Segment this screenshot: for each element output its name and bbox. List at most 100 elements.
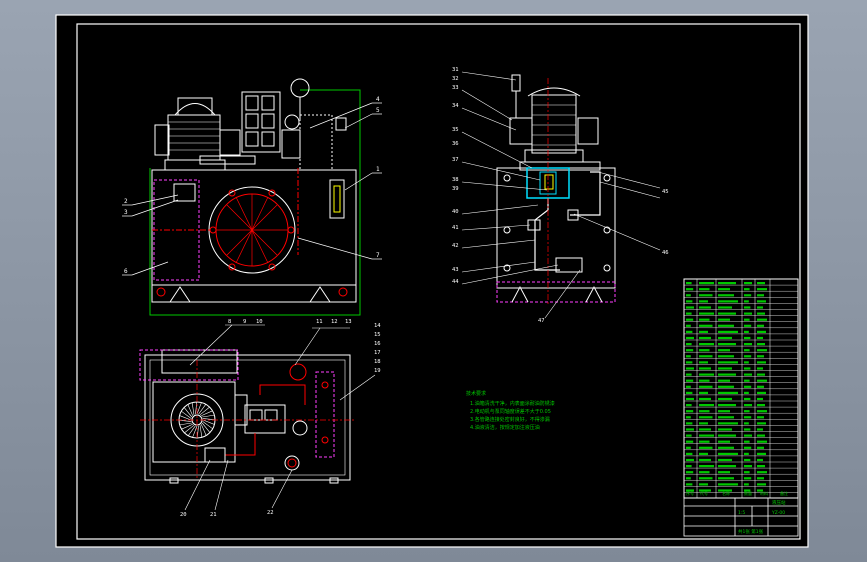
notes-title: 技术要求 — [466, 390, 486, 397]
parts-list-entry — [718, 422, 738, 425]
parts-list-entry — [757, 288, 767, 291]
top-tank — [144, 354, 351, 481]
fan-blade — [202, 414, 215, 418]
parts-list-entry — [757, 349, 767, 352]
parts-list-entry — [718, 489, 732, 492]
parts-list-entry — [718, 391, 738, 394]
top-pipe — [225, 433, 256, 456]
parts-list-entry — [686, 410, 694, 413]
parts-list-entry — [744, 288, 750, 291]
parts-list-entry — [744, 312, 752, 315]
front-valve — [261, 113, 275, 129]
balloon-label: 36 — [452, 141, 459, 147]
parts-list-entry — [757, 306, 763, 309]
balloon-label: 19 — [374, 368, 381, 374]
front-cover-bolt — [228, 263, 236, 271]
top-plug — [321, 436, 329, 444]
parts-list-entry — [699, 349, 710, 352]
front-motor-fins — [168, 121, 220, 151]
parts-list-entry — [757, 477, 764, 480]
balloon-label: 37 — [452, 157, 459, 163]
parts-list-entry — [699, 379, 710, 382]
front-tank-feet — [169, 286, 331, 303]
parts-list-entry — [757, 336, 763, 340]
side-view — [496, 74, 616, 305]
parts-list-entry — [699, 300, 708, 303]
parts-list-entry — [718, 336, 732, 340]
fan-blade — [202, 421, 213, 430]
parts-list-entry — [718, 428, 732, 431]
parts-list-entry — [686, 458, 694, 462]
side-filter — [555, 257, 583, 273]
front-cover-bolt — [228, 189, 236, 197]
parts-list-entry — [757, 446, 764, 449]
parts-list-entry — [718, 318, 730, 321]
parts-list-entry — [744, 294, 752, 297]
top-leaders — [184, 324, 376, 511]
parts-list-entry — [699, 410, 710, 413]
title-block-frame — [683, 497, 799, 537]
top-side-hole — [329, 477, 339, 484]
fan-blade — [196, 402, 202, 415]
parts-list-entry — [718, 361, 738, 364]
parts-list-entry — [718, 300, 738, 303]
parts-list-entry — [718, 349, 730, 352]
balloon-label: 34 — [452, 103, 459, 109]
fan-blade — [200, 424, 207, 436]
parts-list-entry — [699, 361, 708, 364]
parts-list-entry — [699, 416, 713, 419]
fan-blade — [196, 425, 199, 439]
parts-list-entry — [757, 367, 763, 370]
balloon-label: 44 — [452, 279, 459, 285]
top-motor-fan-blades — [178, 401, 216, 439]
side-plug — [503, 174, 511, 182]
top-balloon-labels: 8 9 10 11 12 13 14 15 16 17 18 19 20 21 … — [180, 319, 381, 518]
parts-list-entry — [699, 477, 713, 480]
balloon-label: 14 — [374, 323, 381, 329]
fan-blade — [179, 422, 192, 426]
parts-list-entry — [686, 440, 694, 443]
fan-blade — [201, 422, 211, 433]
parts-list-entry — [757, 416, 764, 419]
side-plug — [603, 226, 611, 234]
parts-list-entry — [699, 355, 713, 358]
parts-list-entry — [744, 318, 750, 321]
side-leaders — [461, 71, 661, 319]
parts-list-entry — [757, 440, 767, 443]
parts-list-entry — [699, 471, 710, 474]
parts-list-entry — [699, 397, 711, 401]
balloon-label: 8 — [228, 319, 231, 325]
parts-list-entry — [757, 410, 767, 413]
parts-list-entry — [744, 306, 751, 309]
title-block — [683, 497, 799, 537]
parts-list-entry — [699, 282, 714, 285]
front-name-plate — [173, 183, 196, 202]
front-filter — [284, 114, 300, 130]
top-filler-inner — [287, 458, 297, 468]
balloon-label: 7 — [376, 252, 380, 259]
parts-list-entry — [744, 367, 751, 370]
balloon-label: 6 — [124, 268, 128, 275]
front-motor-fan-cover — [154, 124, 170, 156]
parts-list-entry — [699, 452, 708, 455]
front-coupling — [219, 129, 241, 156]
parts-list-entry — [757, 489, 763, 492]
parts-list-entry — [744, 324, 752, 327]
fan-blade — [181, 410, 192, 419]
top-side-hole — [169, 477, 179, 484]
top-pipe — [259, 384, 306, 405]
parts-list-entry — [699, 458, 711, 462]
parts-list-entry — [744, 410, 750, 413]
header-cell: 材料 — [760, 490, 768, 496]
balloon-label: 46 — [662, 250, 669, 256]
parts-list-entry — [718, 477, 734, 480]
balloon-label: 12 — [331, 319, 338, 325]
parts-list-entry — [718, 324, 734, 327]
parts-list-entry — [699, 294, 713, 297]
side-plug — [603, 264, 611, 272]
front-drain-plug — [338, 287, 348, 297]
parts-list-entry — [699, 385, 713, 388]
balloon-label: 43 — [452, 267, 459, 273]
parts-list-entry — [718, 330, 738, 333]
